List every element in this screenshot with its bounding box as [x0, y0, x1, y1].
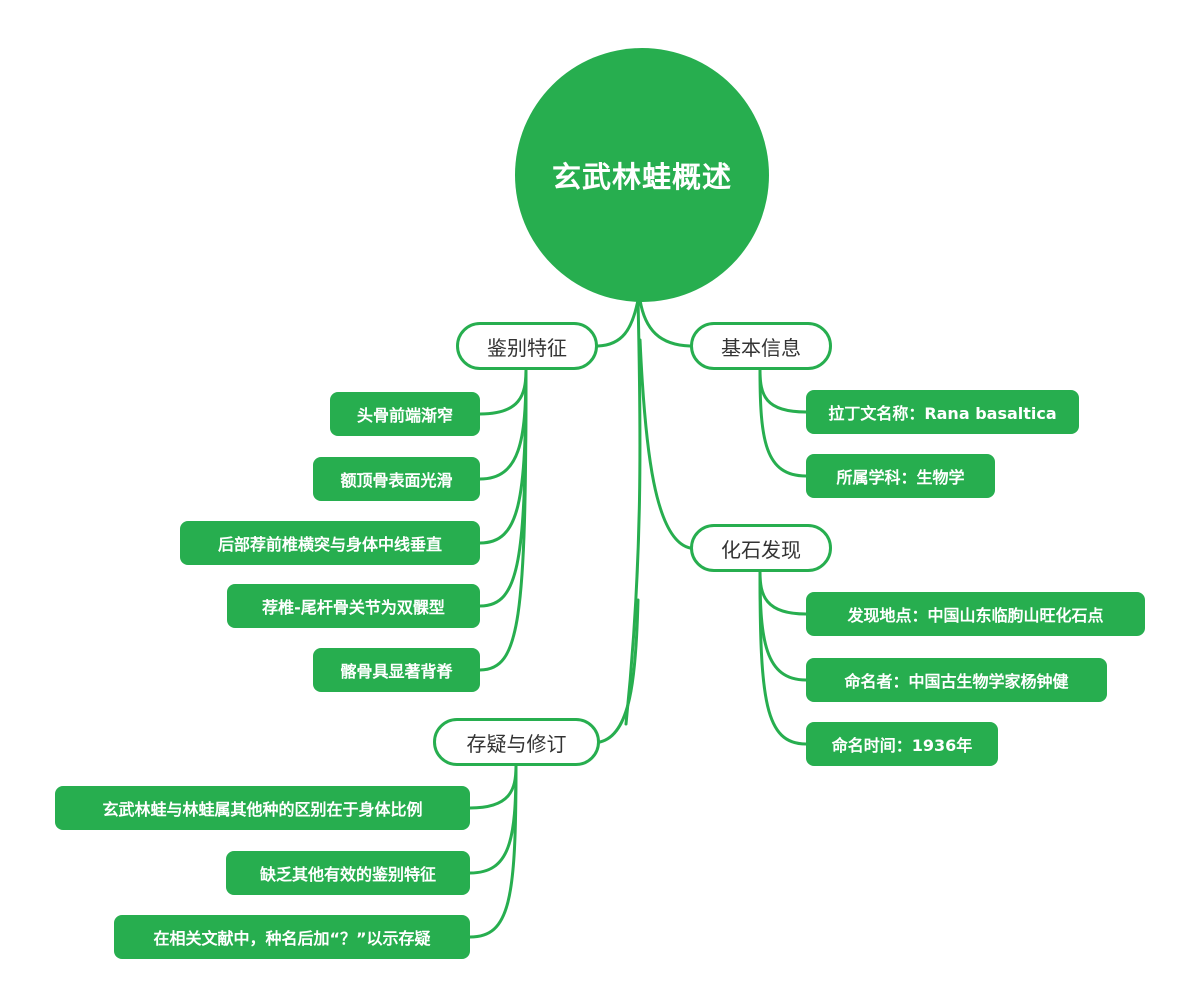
leaf-ilium-dorsal-ridge[interactable]: 髂骨具显著背脊 [313, 648, 480, 692]
leaf-discovery-location[interactable]: 发现地点：中国山东临朐山旺化石点 [806, 592, 1145, 636]
leaf-frontoparietal-smooth[interactable]: 额顶骨表面光滑 [313, 457, 480, 501]
branch-doubt-revision[interactable]: 存疑与修订 [433, 718, 600, 766]
leaf-lack-features[interactable]: 缺乏其他有效的鉴别特征 [226, 851, 470, 895]
link-root-jiben [638, 298, 692, 348]
branch-fossil-discovery[interactable]: 化石发现 [690, 524, 832, 572]
trunk-line [624, 298, 642, 726]
branch-identification-features[interactable]: 鉴别特征 [456, 322, 598, 370]
link-root-jianbie [596, 298, 640, 348]
leaf-presacral-vertebra[interactable]: 后部荐前椎横突与身体中线垂直 [180, 521, 480, 565]
leaf-sacral-joint[interactable]: 荐椎-尾杆骨关节为双髁型 [227, 584, 480, 628]
root-topic[interactable]: 玄武林蛙概述 [515, 48, 769, 302]
leaf-latin-name[interactable]: 拉丁文名称：Rana basaltica [806, 390, 1079, 434]
link-root-huashi [638, 338, 692, 550]
link-root-cunyi [598, 598, 640, 744]
leaf-skull-front-narrow[interactable]: 头骨前端渐窄 [330, 392, 480, 436]
leaf-body-proportion[interactable]: 玄武林蛙与林蛙属其他种的区别在于身体比例 [55, 786, 470, 830]
leaf-naming-year[interactable]: 命名时间：1936年 [806, 722, 998, 766]
leaf-namer[interactable]: 命名者：中国古生物学家杨钟健 [806, 658, 1107, 702]
branch-basic-info[interactable]: 基本信息 [690, 322, 832, 370]
leaf-discipline[interactable]: 所属学科：生物学 [806, 454, 995, 498]
leaf-question-mark-note[interactable]: 在相关文献中，种名后加“？”以示存疑 [114, 915, 470, 959]
